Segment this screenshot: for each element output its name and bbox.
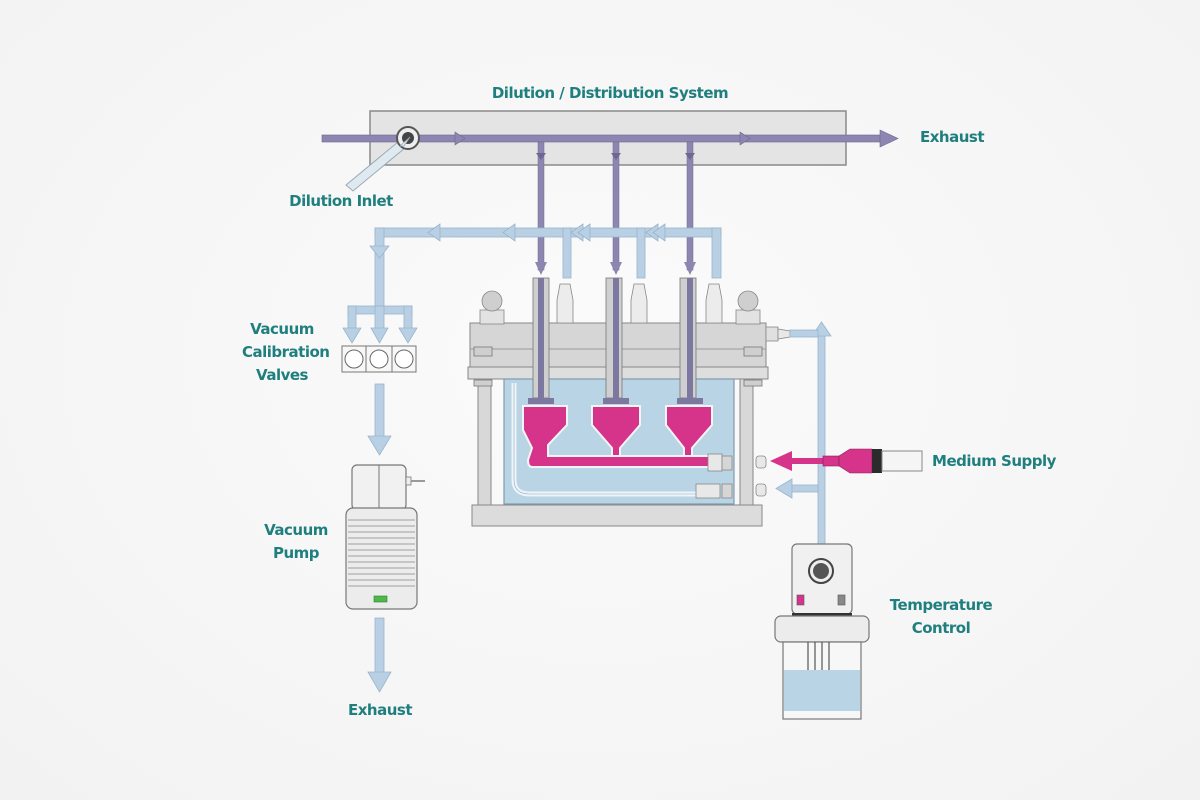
knob-icon — [737, 290, 759, 312]
pump-fins — [348, 519, 415, 587]
cold-indicator-icon — [837, 594, 846, 606]
flow-arrow-icon — [454, 131, 466, 146]
valve-icon — [344, 349, 364, 369]
exposure-chamber — [467, 277, 791, 527]
medium-arrow-icon — [770, 451, 792, 471]
pump-exhaust-line — [367, 617, 392, 693]
hot-indicator-icon — [796, 594, 805, 606]
label-medium-supply: Medium Supply — [932, 452, 1056, 470]
label-line: Vacuum — [250, 320, 314, 338]
medium-supply-syringe — [770, 448, 923, 474]
label-vacuum-calibration-valves: Vacuum Calibration Valves — [242, 318, 330, 387]
knob-icon — [481, 290, 503, 312]
label-temperature-control: Temperature Control — [886, 594, 996, 640]
label-line: Calibration — [242, 343, 330, 361]
vacuum-pump — [345, 464, 425, 610]
temperature-control-unit — [774, 543, 870, 720]
outlet-nozzles — [556, 283, 723, 324]
label-line: Valves — [256, 366, 308, 384]
label-dilution-inlet: Dilution Inlet — [289, 192, 393, 210]
aerosol-distribution-lines — [535, 141, 696, 275]
dilution-inlet — [345, 126, 420, 192]
label-line: Vacuum — [264, 521, 328, 539]
aerosol-main-line — [321, 129, 899, 148]
valve-icon — [369, 349, 389, 369]
label-exhaust-top: Exhaust — [920, 128, 985, 146]
exhaust-arrow-icon — [879, 129, 899, 148]
label-dilution-distribution-system: Dilution / Distribution System — [491, 84, 729, 102]
label-line: Temperature — [889, 596, 993, 614]
flow-arrow-icon — [739, 131, 751, 146]
culture-wells — [522, 405, 713, 468]
pump-indicator-icon — [373, 595, 388, 603]
label-exhaust-bottom: Exhaust — [348, 701, 413, 719]
water-supply-line — [775, 321, 832, 545]
trumpet-inlets — [528, 277, 703, 404]
label-line: Pump — [272, 544, 320, 562]
air-return-line — [342, 223, 722, 344]
air-to-pump-line — [367, 383, 392, 456]
label-vacuum-pump: Vacuum Pump — [256, 519, 336, 565]
vacuum-calibration-valves — [341, 345, 417, 373]
valve-icon — [394, 349, 414, 369]
label-line: Control — [911, 619, 971, 637]
